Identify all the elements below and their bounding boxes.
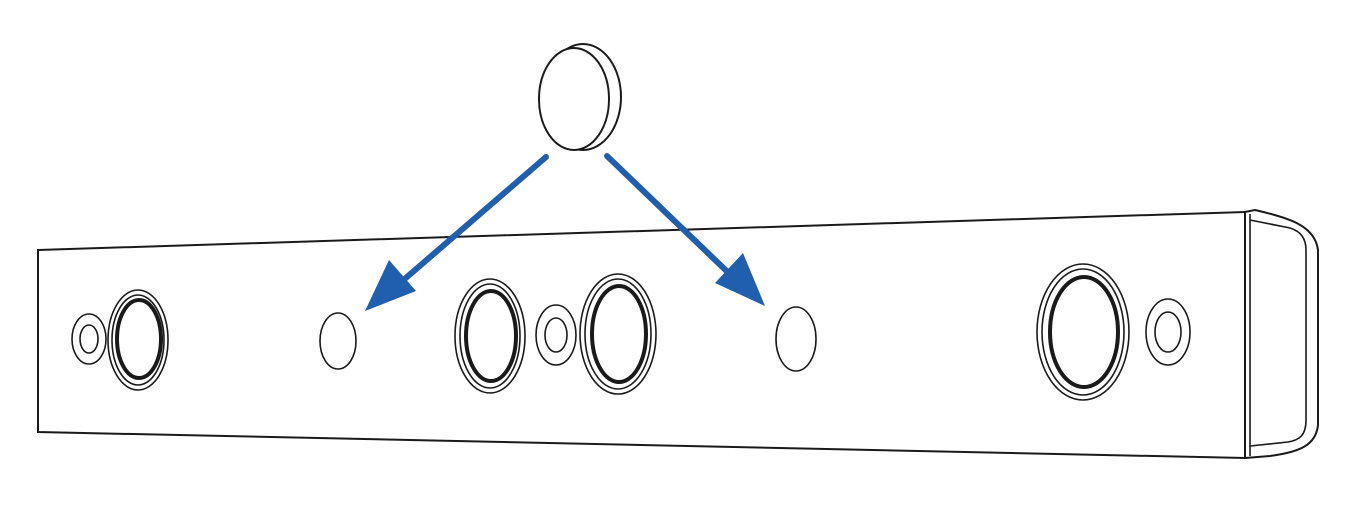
soundbar-end-cap-inner (1249, 219, 1307, 447)
tweeter-center (535, 304, 577, 366)
cover-cap-face (538, 47, 610, 151)
arrow-right-shaft (604, 153, 740, 284)
soundbar-end-cap-edge (1244, 212, 1251, 458)
woofer-center-right (579, 273, 657, 395)
arrow-right-head (715, 253, 765, 306)
woofer-right (1036, 263, 1130, 401)
mounting-hole-left (319, 312, 357, 370)
cover-cap (538, 43, 622, 151)
arrow-left-shaft (397, 154, 549, 286)
tweeter-left (71, 313, 107, 365)
mounting-hole-right (775, 306, 817, 372)
soundbar-end-cap (1244, 208, 1319, 460)
pointer-arrows (365, 153, 765, 311)
woofer-center-left (454, 278, 526, 394)
soundbar-body (37, 208, 1319, 460)
arrow-left-head (365, 260, 416, 311)
tweeter-right (1145, 298, 1191, 366)
woofer-left (107, 289, 169, 391)
